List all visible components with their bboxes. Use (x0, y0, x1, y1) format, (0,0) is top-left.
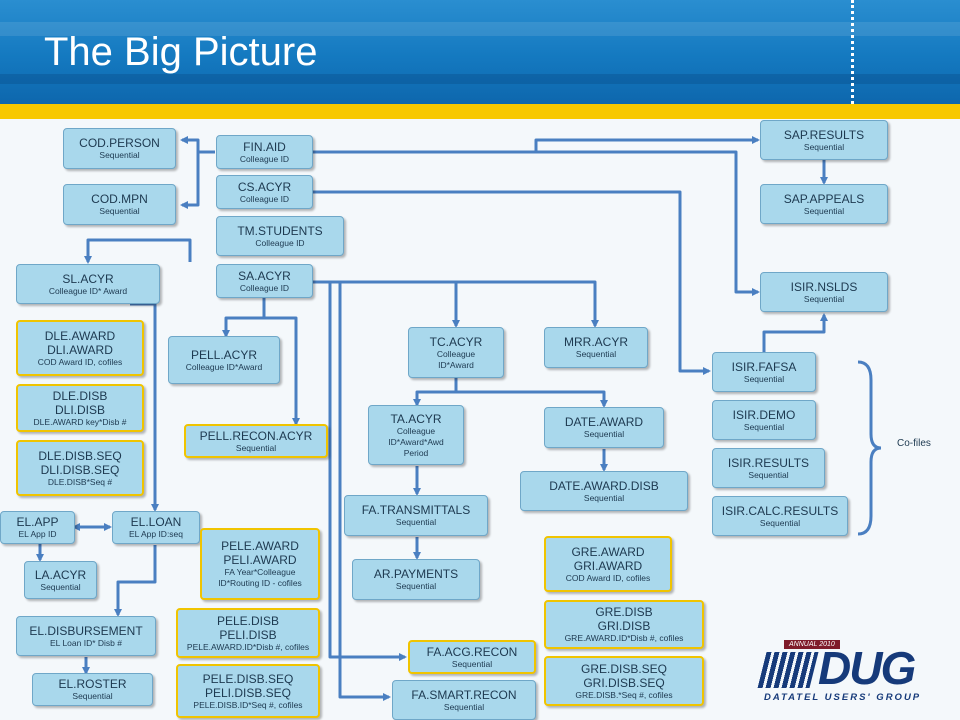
cofiles-label: Co-files (897, 438, 931, 449)
connector-isirfafsa-isirnslds (762, 313, 828, 352)
logo-subtitle: DATATEL USERS' GROUP (764, 692, 922, 703)
connector-slacyr-elloan (130, 302, 159, 512)
logo-stripes (757, 652, 819, 688)
connector-saacyr-tcacyr (313, 280, 460, 328)
logo-mark: DUG (818, 642, 916, 694)
connector-saacyr-fasmartrecon (338, 282, 391, 701)
connector-tcacyr-dateaward (456, 390, 608, 408)
connector-saacyr-faacgrecon (328, 282, 407, 661)
connector-finaid-isirnslds (536, 150, 760, 296)
logo-annual-tag: ANNUAL 2010 (784, 640, 840, 649)
header-dotted-line (851, 0, 854, 104)
connector-finaid-codmpn (180, 152, 200, 209)
connector-elloan-eldisbursement (114, 545, 157, 617)
cofiles-brace (857, 360, 882, 536)
connector-csacyr-isirfafsa (313, 190, 711, 375)
dug-logo: ANNUAL 2010 DUG DATATEL USERS' GROUP (757, 640, 938, 710)
connector-saacyr-mrracyr (456, 280, 599, 328)
connector-tmstudents-slacyr (84, 238, 192, 264)
connector-saacyr-pellrecon (264, 316, 300, 426)
slide-title: The Big Picture (44, 30, 318, 74)
connector-finaid-codperson (180, 136, 215, 154)
slide-header: The Big Picture (0, 0, 960, 104)
connector-finaid-sapresults (313, 136, 760, 154)
connector-saacyr-pellacyr (222, 298, 266, 338)
yellow-band (0, 104, 960, 119)
connector-tcacyr-taacyr (413, 378, 458, 407)
